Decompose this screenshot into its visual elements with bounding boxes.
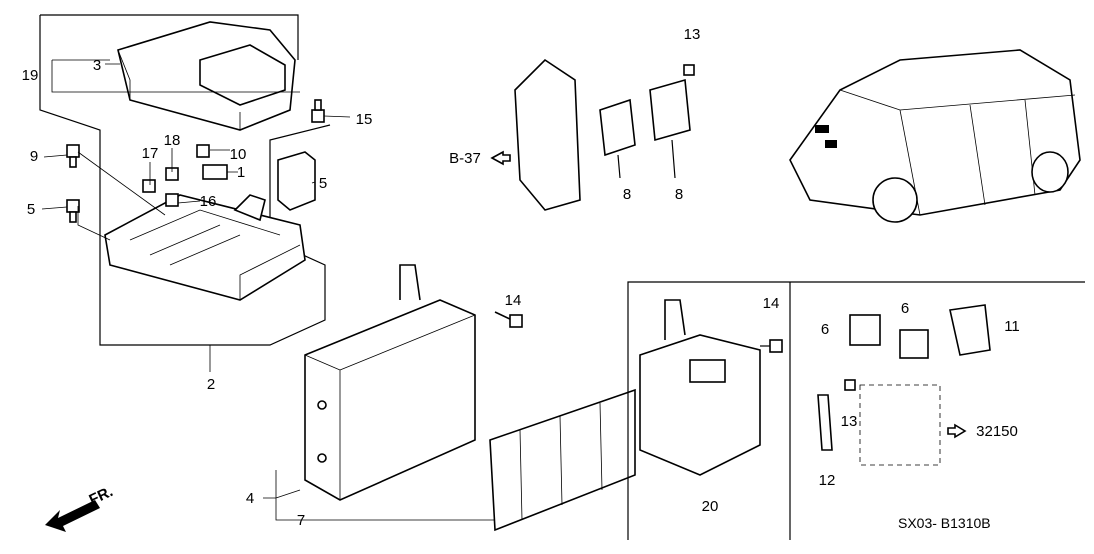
callout-5a: 5 bbox=[27, 201, 35, 218]
front-arrow-icon bbox=[45, 500, 100, 532]
callout-14a: 14 bbox=[505, 292, 522, 309]
bolt-14b bbox=[760, 339, 783, 353]
bolt-14 bbox=[494, 311, 523, 328]
ref-b37: B-37 bbox=[449, 150, 481, 167]
connector-box bbox=[859, 384, 941, 466]
vehicle-illustration bbox=[789, 49, 1081, 223]
callout-4: 4 bbox=[246, 490, 254, 507]
callout-15: 15 bbox=[356, 111, 373, 128]
holder-11 bbox=[949, 304, 991, 356]
bracket-12 bbox=[817, 394, 833, 451]
arrow-b37 bbox=[490, 150, 511, 166]
callout-10: 10 bbox=[230, 146, 247, 163]
callout-20: 20 bbox=[702, 498, 719, 515]
callout-9: 9 bbox=[30, 148, 38, 165]
bolt-15 bbox=[311, 99, 325, 123]
panel-border bbox=[627, 281, 1085, 540]
callout-13b: 13 bbox=[841, 413, 858, 430]
callout-2: 2 bbox=[207, 376, 215, 393]
bolt-13b bbox=[844, 379, 856, 391]
resistor-1 bbox=[202, 164, 228, 180]
leader-lines bbox=[41, 59, 495, 521]
control-unit-20 bbox=[639, 299, 761, 476]
callout-11: 11 bbox=[1004, 318, 1020, 335]
callout-5b: 5 bbox=[319, 175, 327, 192]
label-sheet-7 bbox=[489, 388, 636, 532]
relay-6a bbox=[849, 314, 881, 346]
callout-1: 1 bbox=[237, 164, 245, 181]
fuse-17 bbox=[142, 179, 156, 193]
control-unit-4 bbox=[304, 264, 476, 501]
bolt-9 bbox=[66, 144, 80, 168]
callout-12: 12 bbox=[819, 472, 836, 489]
bolt-5 bbox=[66, 199, 80, 223]
fuse-16 bbox=[165, 193, 179, 207]
arrow-32150 bbox=[947, 423, 967, 439]
callout-8b: 8 bbox=[675, 186, 683, 203]
front-label: FR. bbox=[87, 483, 116, 509]
callout-7: 7 bbox=[297, 512, 305, 529]
fuse-box-body bbox=[104, 194, 306, 301]
callout-13a: 13 bbox=[684, 26, 701, 43]
callout-3: 3 bbox=[93, 57, 101, 74]
bolt-13 bbox=[683, 64, 695, 76]
ref-32150: 32150 bbox=[976, 423, 1018, 440]
callout-16: 16 bbox=[200, 193, 217, 210]
callout-6a: 6 bbox=[821, 321, 829, 338]
relay-6b bbox=[899, 329, 929, 359]
callout-17: 17 bbox=[142, 145, 159, 162]
callout-18: 18 bbox=[164, 132, 181, 149]
callout-8a: 8 bbox=[623, 186, 631, 203]
relay-bracket bbox=[514, 58, 691, 211]
callout-6b: 6 bbox=[901, 300, 909, 317]
assembly-bracket-outline bbox=[39, 14, 331, 346]
diagram-code: SX03- B1310B bbox=[898, 515, 991, 531]
callout-14b: 14 bbox=[763, 295, 780, 312]
fuse-box-cover bbox=[117, 21, 296, 131]
bolt-10 bbox=[196, 144, 210, 158]
callout-19: 19 bbox=[22, 67, 39, 84]
relay-5 bbox=[277, 151, 316, 211]
